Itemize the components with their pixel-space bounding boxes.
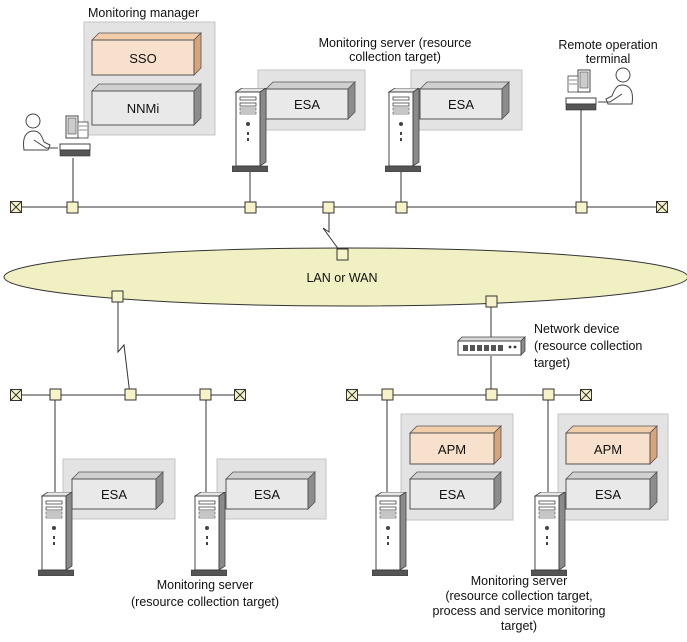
server-icon [531,492,567,576]
svg-text:ESA: ESA [448,97,474,112]
label-netdev-line3: target) [534,356,570,370]
apm-box-br-2: APM [565,425,658,465]
terminator-icon [10,389,22,401]
svg-text:ESA: ESA [101,487,127,502]
svg-text:APM: APM [438,442,466,457]
svg-text:SSO: SSO [129,51,156,66]
label-top-server-line1: Monitoring server (resource [319,36,472,50]
esa-box-bl-2: ESA [225,471,316,510]
label-netdev-line1: Network device [534,322,619,336]
lan-label: LAN or WAN [306,271,377,285]
label-bl-server-line2: (resource collection target) [131,595,279,609]
terminator-icon [234,389,246,401]
label-netdev-line2: (resource collection [534,339,642,353]
esa-box-top-1: ESA [265,81,356,120]
svg-text:ESA: ESA [254,487,280,502]
lan-cloud [3,247,687,307]
esa-box-top-2: ESA [419,81,510,120]
apm-box-br-1: APM [409,425,502,465]
svg-text:NNMi: NNMi [127,101,160,116]
esa-box-br-2: ESA [565,471,658,510]
esa-box-br-1: ESA [409,471,502,510]
label-bl-server-line1: Monitoring server [157,578,254,592]
server-icon [372,492,408,576]
terminator-icon [346,389,358,401]
manager-user-icon [22,113,91,157]
label-monitoring-manager: Monitoring manager [88,6,199,20]
label-br-server-line4: target) [501,619,537,633]
svg-text:ESA: ESA [595,487,621,502]
bus-connectors [49,201,588,401]
terminator-icon [580,389,592,401]
label-br-server-line2: (resource collection target, [445,589,592,603]
label-top-server-line2: collection target) [349,50,441,64]
label-br-server-line1: Monitoring server [471,574,568,588]
sso-box: SSO [91,32,202,76]
terminator-icon [656,201,668,213]
server-icon [191,492,227,576]
remote-user-icon [565,67,634,111]
svg-text:ESA: ESA [294,97,320,112]
esa-box-bl-1: ESA [71,471,164,510]
svg-text:APM: APM [594,442,622,457]
network-device-icon [457,336,526,356]
label-br-server-line3: process and service monitoring [433,604,606,618]
server-icon [38,492,74,576]
server-icon [232,88,268,172]
server-icon [385,88,421,172]
svg-text:ESA: ESA [439,487,465,502]
terminator-icon [10,201,22,213]
label-remote-line1: Remote operation [558,38,657,52]
label-remote-line2: terminal [586,52,630,66]
nnmi-box: NNMi [91,83,202,126]
